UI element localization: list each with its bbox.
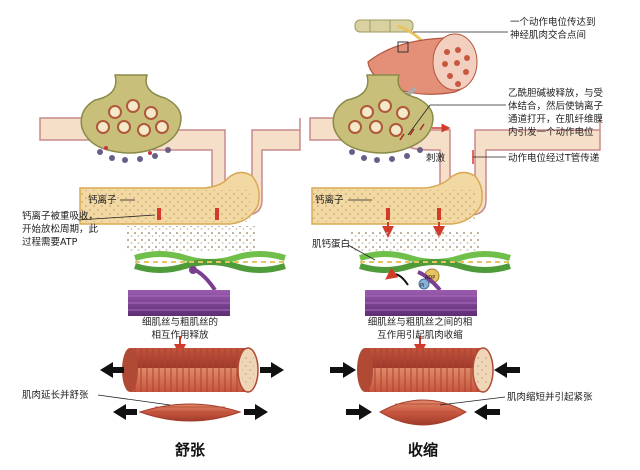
- svg-text:肌肉延长并舒张: 肌肉延长并舒张: [22, 389, 89, 401]
- calcium-ions-right: [350, 232, 480, 252]
- calcium-ions-left: [125, 226, 255, 252]
- nerve-terminal-right: [332, 74, 434, 154]
- svg-text:收缩: 收缩: [408, 441, 438, 459]
- label-reabsorb-2: 开始放松周期，此: [22, 223, 99, 235]
- contraction-panel: [309, 19, 601, 426]
- svg-text:通道打开，在肌纤维膜: 通道打开，在肌纤维膜: [508, 113, 604, 125]
- nerve-terminal-left: [80, 74, 182, 154]
- leader-lines: [77, 31, 508, 406]
- label-ach-4: 内引发一个动作电位: [508, 126, 594, 138]
- svg-text:细肌丝与粗肌丝的: 细肌丝与粗肌丝的: [142, 316, 218, 328]
- arrow-out-right-2: [244, 404, 268, 420]
- svg-text:刺激: 刺激: [426, 152, 446, 164]
- svg-text:过程需要ATP: 过程需要ATP: [22, 236, 78, 248]
- label-release-1: 细肌丝与粗肌丝的: [142, 316, 218, 328]
- muscle-fiber-left: [122, 347, 259, 393]
- label-stimulus: 刺激: [426, 152, 446, 164]
- label-ach-1: 乙酰胆碱被释放，与受: [508, 87, 603, 99]
- label-ap-arrives-2: 神经肌肉交合点间: [510, 29, 586, 41]
- arrow-out-left-1: [100, 362, 124, 378]
- annotation-text: 一个动作电位传达到 神经肌肉交合点间 乙酰胆碱被释放，与受 体结合，然后使钠离子…: [22, 16, 604, 459]
- svg-text:钙离子: 钙离子: [315, 194, 344, 206]
- svg-text:肌肉缩短并引起紧张: 肌肉缩短并引起紧张: [507, 391, 593, 403]
- title-contraction: 收缩: [408, 441, 438, 459]
- svg-text:舒张: 舒张: [175, 441, 206, 459]
- label-calcium-left: 钙离子: [88, 194, 117, 206]
- pi-badge: [418, 278, 430, 290]
- label-reabsorb-3: 过程需要ATP: [22, 236, 78, 248]
- svg-text:相互作用释放: 相互作用释放: [151, 329, 209, 341]
- svg-text:开始放松周期，此: 开始放松周期，此: [22, 223, 99, 235]
- sarcolemma-right: [309, 117, 601, 216]
- label-troponin: 肌钙蛋白: [312, 238, 350, 250]
- acetylcholine-release: [399, 123, 425, 141]
- label-t-tubule: 动作电位经过T管传递: [508, 152, 600, 164]
- calcium-channels-right: [386, 208, 441, 220]
- label-lengthen: 肌肉延长并舒张: [22, 389, 89, 401]
- label-shorten: 肌肉缩短并引起紧张: [507, 391, 593, 403]
- arrow-in-right-1: [494, 362, 520, 378]
- label-release-2: 相互作用释放: [151, 329, 209, 341]
- svg-text:一个动作电位传达到: 一个动作电位传达到: [510, 16, 596, 28]
- vesicles-right: [348, 99, 410, 137]
- svg-text:细肌丝与粗肌丝之间的相: 细肌丝与粗肌丝之间的相: [368, 316, 473, 328]
- label-pi: Pi: [420, 283, 424, 289]
- svg-text:Pi: Pi: [420, 283, 424, 289]
- vesicles-left: [96, 99, 169, 137]
- svg-text:ADP: ADP: [425, 275, 435, 281]
- svg-text:体结合，然后使钠离子: 体结合，然后使钠离子: [508, 100, 604, 112]
- arrow-in-right-2: [474, 404, 500, 420]
- actin-filament-right: [359, 251, 511, 273]
- label-ach-3: 通道打开，在肌纤维膜: [508, 113, 604, 125]
- myosin-head-left: [194, 268, 217, 292]
- svg-text:内引发一个动作电位: 内引发一个动作电位: [508, 126, 594, 138]
- label-reabsorb-1: 钙离子被重吸收，: [22, 210, 98, 222]
- label-contract-1: 细肌丝与粗肌丝之间的相: [368, 316, 473, 328]
- muscle-fiber-right: [357, 347, 494, 393]
- svg-text:钙离子: 钙离子: [88, 194, 117, 206]
- receptors-left: [97, 146, 171, 163]
- svg-text:神经肌肉交合点间: 神经肌肉交合点间: [510, 29, 586, 41]
- relaxed-muscle: [138, 403, 242, 422]
- label-calcium-right: 钙离子: [315, 194, 344, 206]
- actin-filament-left: [134, 251, 286, 273]
- label-contract-2: 互作用引起肌肉收缩: [377, 329, 463, 341]
- arrow-out-left-2: [113, 404, 137, 420]
- arrow-out-right-1: [260, 362, 284, 378]
- arrow-in-left-1: [330, 362, 356, 378]
- relaxation-panel: [39, 74, 301, 422]
- svg-text:动作电位经过T管传递: 动作电位经过T管传递: [508, 152, 600, 164]
- label-adp: ADP: [425, 275, 435, 281]
- contracted-muscle: [379, 399, 467, 426]
- svg-text:互作用引起肌肉收缩: 互作用引起肌肉收缩: [377, 329, 463, 341]
- title-relaxation: 舒张: [175, 441, 206, 459]
- calcium-release-arrows: [382, 222, 445, 238]
- svg-text:钙离子被重吸收，: 钙离子被重吸收，: [22, 210, 98, 222]
- label-ach-2: 体结合，然后使钠离子: [508, 100, 604, 112]
- receptors-right: [349, 147, 423, 163]
- calcium-channels-left: [157, 208, 219, 220]
- svg-text:乙酰胆碱被释放，与受: 乙酰胆碱被释放，与受: [508, 87, 603, 99]
- label-ap-arrives-1: 一个动作电位传达到: [510, 16, 596, 28]
- arrow-in-left-2: [346, 404, 372, 420]
- svg-text:肌钙蛋白: 肌钙蛋白: [312, 238, 350, 250]
